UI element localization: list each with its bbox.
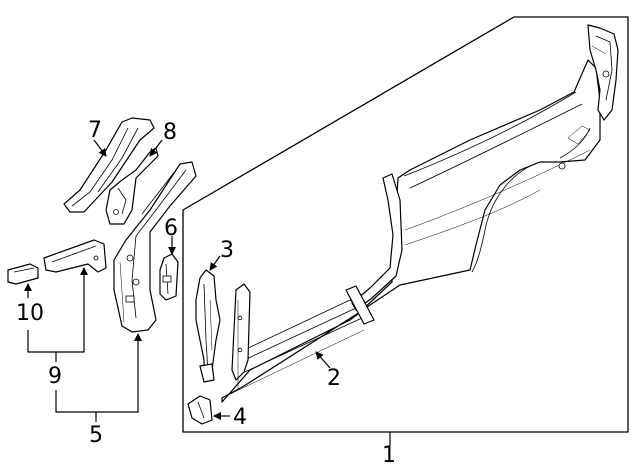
callout-10: 10 — [16, 301, 44, 326]
part-hinge-pillar — [113, 161, 197, 333]
assembly-frame — [182, 16, 629, 433]
part-side-panel — [221, 59, 601, 403]
part-end-cap — [7, 263, 39, 285]
callout-5: 5 — [89, 423, 103, 448]
callout-6: 6 — [164, 216, 178, 241]
part-pillar-reinforcement — [195, 269, 221, 383]
leader-8 — [149, 139, 163, 157]
callout-2: 2 — [327, 366, 341, 391]
part-rear-corner-bracket — [587, 24, 619, 121]
part-small-bracket — [187, 395, 213, 425]
leader-2 — [315, 351, 331, 369]
callout-8: 8 — [163, 120, 177, 145]
callout-7: 7 — [88, 118, 102, 143]
leader-5 — [55, 333, 142, 413]
part-cowl-brace — [43, 239, 107, 273]
leader-7 — [93, 139, 107, 157]
part-a-pillar-upper — [63, 117, 155, 213]
leader-3 — [209, 255, 221, 271]
callout-3: 3 — [220, 238, 234, 263]
callout-9: 9 — [48, 364, 62, 389]
part-small-brace — [159, 253, 179, 301]
part-pillar-bracket — [105, 147, 159, 225]
leader-lines — [24, 139, 391, 446]
callout-1: 1 — [382, 443, 396, 468]
callout-4: 4 — [233, 405, 247, 430]
